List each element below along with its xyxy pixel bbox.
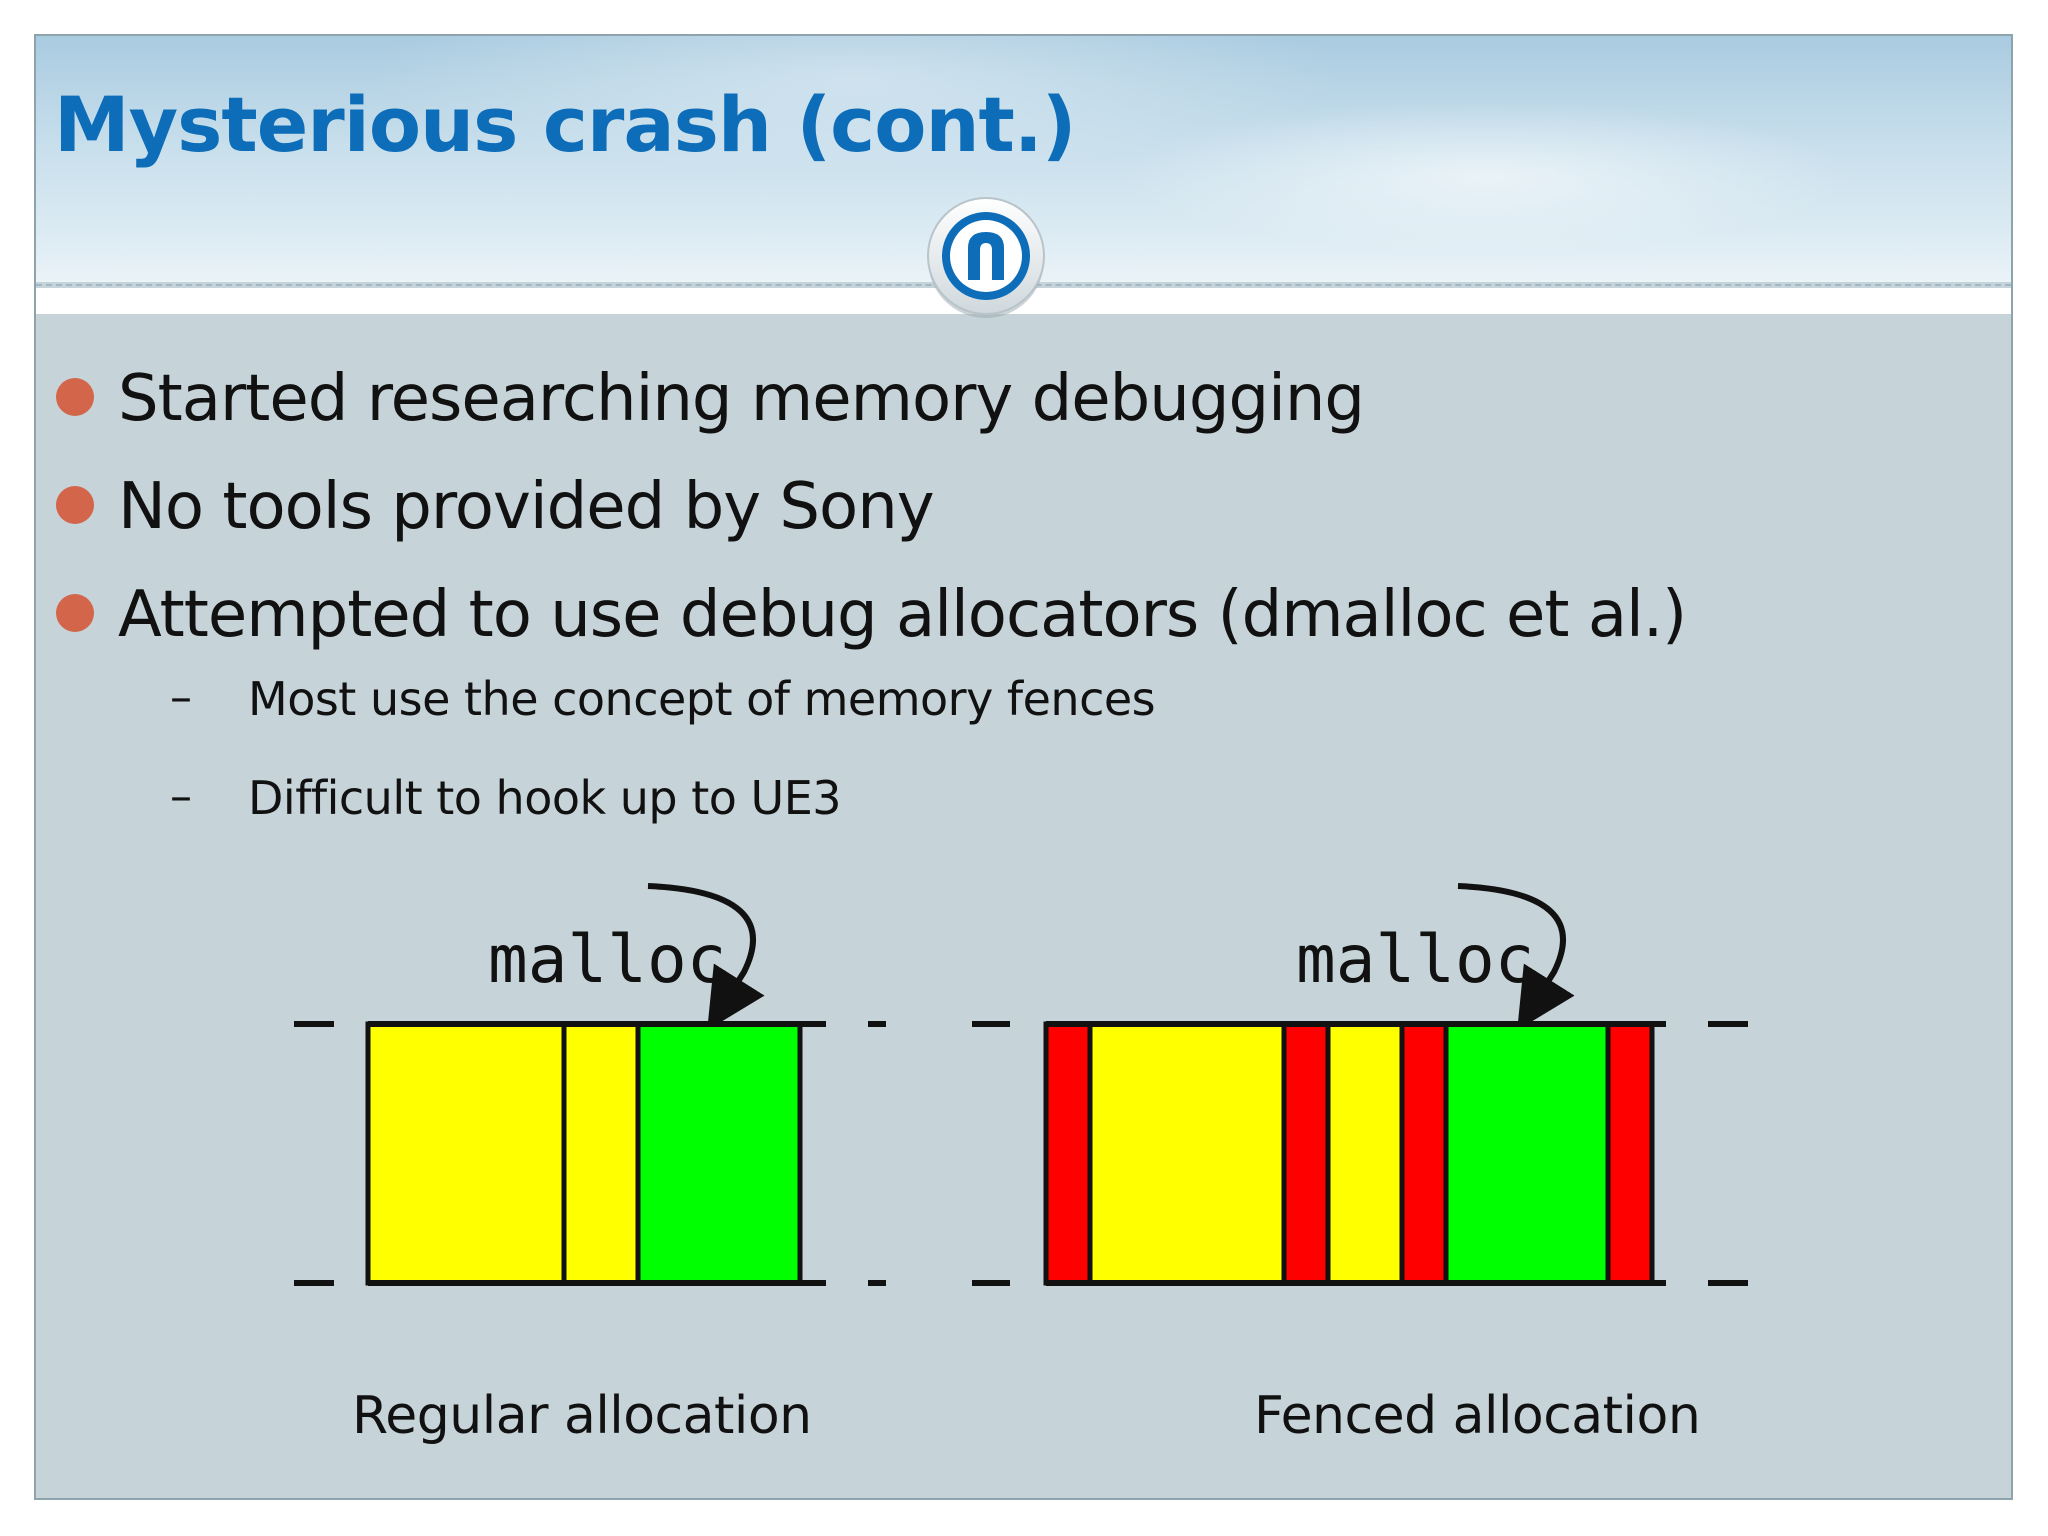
fence-block (1281, 1021, 1331, 1286)
bullet-dot (56, 486, 94, 524)
fenced-allocation-caption: Fenced allocation (1254, 1386, 1701, 1446)
used-memory-block (1087, 1021, 1287, 1286)
bullet-text: No tools provided by Sony (118, 470, 935, 544)
bullet-text: Started researching memory debugging (118, 362, 1365, 436)
malloc-label: malloc (1296, 921, 1534, 998)
bullet-item: Attempted to use debug allocators (dmall… (56, 578, 1687, 652)
new-allocation-block (635, 1021, 803, 1286)
new-allocation-block (1443, 1021, 1611, 1286)
fence-block (1043, 1021, 1093, 1286)
sub-bullet-dash: – (170, 771, 192, 822)
sub-bullet-dash: – (170, 672, 192, 723)
used-memory-block (1325, 1021, 1405, 1286)
slide-title: Mysterious crash (cont.) (54, 80, 1076, 169)
malloc-pointer-arrow (647, 883, 765, 1031)
sub-bullet-item: – Most use the concept of memory fences (170, 672, 1156, 726)
malloc-pointer-arrow (1457, 883, 1575, 1031)
bullet-dot (56, 594, 94, 632)
used-memory-block (561, 1021, 641, 1286)
fence-block (1399, 1021, 1449, 1286)
regular-allocation-caption: Regular allocation (352, 1386, 812, 1446)
sub-bullet-text: Difficult to hook up to UE3 (248, 771, 842, 825)
used-memory-block (365, 1021, 567, 1286)
bullet-item: Started researching memory debugging (56, 362, 1365, 436)
n-logo-icon (927, 197, 1045, 318)
bullet-text: Attempted to use debug allocators (dmall… (118, 578, 1687, 652)
bullet-dot (56, 378, 94, 416)
fenced-allocation-diagram: malloc (972, 883, 1748, 1286)
bullet-item: No tools provided by Sony (56, 470, 935, 544)
fence-block (1605, 1021, 1655, 1286)
malloc-label: malloc (488, 921, 726, 998)
sub-bullet-item: – Difficult to hook up to UE3 (170, 771, 842, 825)
sub-bullet-text: Most use the concept of memory fences (248, 672, 1156, 726)
regular-allocation-diagram: malloc (294, 883, 886, 1286)
